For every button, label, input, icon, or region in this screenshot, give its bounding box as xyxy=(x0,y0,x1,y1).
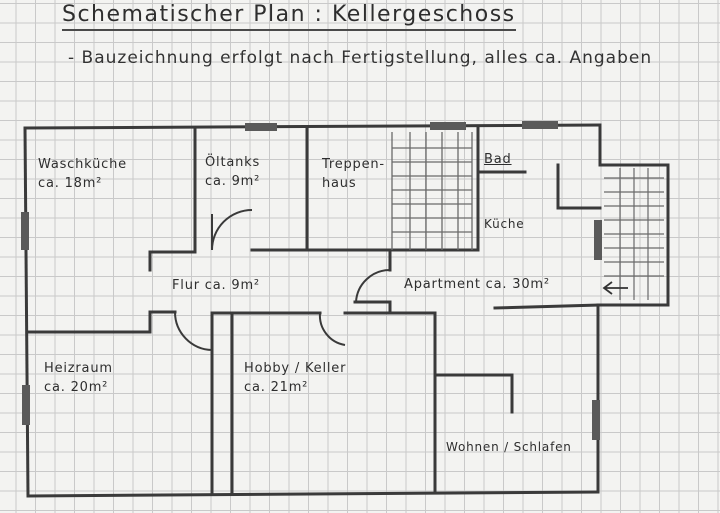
window-heizraum xyxy=(22,385,30,425)
stair-treppenhaus-steps xyxy=(392,147,472,233)
room-heizraum: Heizraum ca. 20m² xyxy=(44,359,113,397)
room-treppenhaus: Treppen- haus xyxy=(322,155,385,193)
wall-wohnen-partial xyxy=(436,373,514,414)
room-treppenhaus-line1: Treppen- xyxy=(322,157,385,172)
window-wohnen xyxy=(592,400,600,440)
stair-right-arrow xyxy=(602,281,628,295)
stair-treppenhaus-verticals xyxy=(409,132,459,250)
page-title: Schematischer Plan : Kellergeschoss xyxy=(62,2,516,31)
bad-wall xyxy=(556,163,602,210)
door-apartment-swing xyxy=(355,268,391,303)
room-oeltanks-name: Öltanks xyxy=(205,155,261,170)
outer-wall-top xyxy=(23,123,602,130)
outer-wall-left xyxy=(23,126,30,498)
stair-treppenhaus-rail xyxy=(391,132,473,250)
door-hobby-swing xyxy=(318,312,346,346)
window-apartment xyxy=(522,121,558,129)
stair-wall-outer xyxy=(596,163,670,307)
room-hobby-area: ca. 21m² xyxy=(244,380,309,395)
room-hobby: Hobby / Keller ca. 21m² xyxy=(244,359,346,397)
room-bad: Bad xyxy=(484,152,512,167)
room-heizraum-name: Heizraum xyxy=(44,361,113,376)
room-heizraum-area: ca. 20m² xyxy=(44,380,109,395)
room-oeltanks-area: ca. 9m² xyxy=(205,174,261,189)
door-heizraum-swing xyxy=(174,311,213,351)
room-hobby-name: Hobby / Keller xyxy=(244,361,347,376)
room-kueche: Küche xyxy=(484,217,525,231)
plan-note: - Bauzeichnung erfolgt nach Fertigstellu… xyxy=(68,48,653,68)
window-treppenhaus xyxy=(430,122,466,130)
door-oeltanks-swing xyxy=(211,209,253,251)
room-flur: Flur ca. 9m² xyxy=(172,278,260,293)
outer-wall-bottom xyxy=(26,490,600,498)
room-wohnen: Wohnen / Schlafen xyxy=(446,440,572,454)
room-oeltanks: Öltanks ca. 9m² xyxy=(205,153,260,191)
wall-apartment-lower xyxy=(493,303,600,310)
window-stair-right xyxy=(594,220,602,260)
room-waschkueche-name: Waschküche xyxy=(38,157,127,172)
wall-heizraum-top xyxy=(26,310,177,334)
room-waschkueche: Waschküche ca. 18m² xyxy=(38,155,127,193)
flur-apartment-wall-low xyxy=(353,300,392,314)
room-waschkueche-area: ca. 18m² xyxy=(38,176,103,191)
room-treppenhaus-line2: haus xyxy=(322,176,357,191)
window-oeltanks xyxy=(245,123,277,131)
stair-right-verticals xyxy=(619,168,649,300)
room-apartment: Apartment ca. 30m² xyxy=(404,277,550,292)
window-waschkueche xyxy=(21,212,29,250)
